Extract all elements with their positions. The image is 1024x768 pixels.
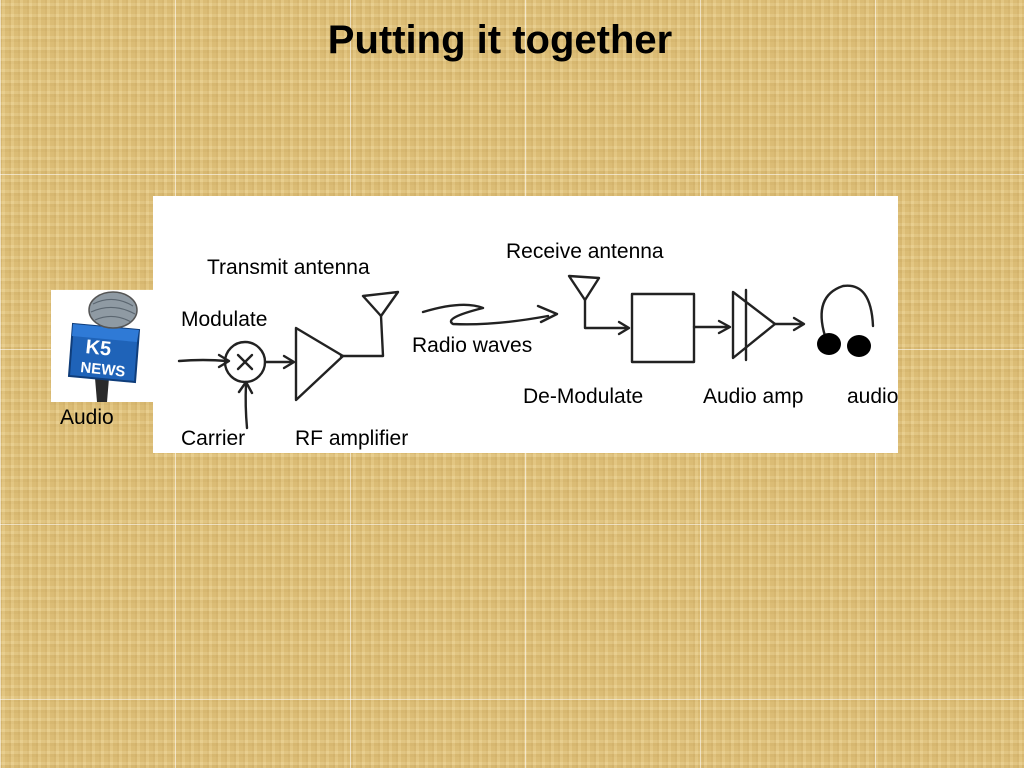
label-receive-antenna: Receive antenna bbox=[506, 240, 664, 263]
microphone-icon: K5 NEWS bbox=[67, 291, 141, 402]
demodulator-box bbox=[630, 292, 696, 364]
label-modulate: Modulate bbox=[181, 308, 268, 331]
rf-amplifier-triangle bbox=[294, 326, 345, 402]
label-audio-out: audio bbox=[847, 385, 899, 408]
carrier-arrow bbox=[244, 382, 249, 430]
label-demodulate: De-Modulate bbox=[523, 385, 644, 408]
headphones-symbol bbox=[820, 284, 875, 338]
mic-logo-top: K5 bbox=[84, 336, 112, 361]
receive-antenna-symbol bbox=[567, 274, 601, 302]
label-radio-waves: Radio waves bbox=[412, 334, 533, 357]
transmit-antenna-symbol bbox=[361, 290, 400, 318]
label-audio-amp: Audio amp bbox=[703, 385, 804, 408]
radio-waves-symbol bbox=[421, 303, 550, 326]
label-transmit-antenna: Transmit antenna bbox=[207, 256, 370, 279]
block-diagram bbox=[177, 274, 875, 430]
label-carrier: Carrier bbox=[181, 427, 246, 450]
microphone-image: K5 NEWS bbox=[51, 290, 153, 402]
label-audio-in: Audio bbox=[60, 406, 114, 429]
slide-title: Putting it together bbox=[327, 18, 673, 62]
label-rf-amplifier: RF amplifier bbox=[295, 427, 409, 450]
audio-amp-triangle bbox=[731, 290, 777, 360]
mic-logo-bottom: NEWS bbox=[80, 359, 127, 381]
audio-input-arrow bbox=[177, 358, 229, 363]
